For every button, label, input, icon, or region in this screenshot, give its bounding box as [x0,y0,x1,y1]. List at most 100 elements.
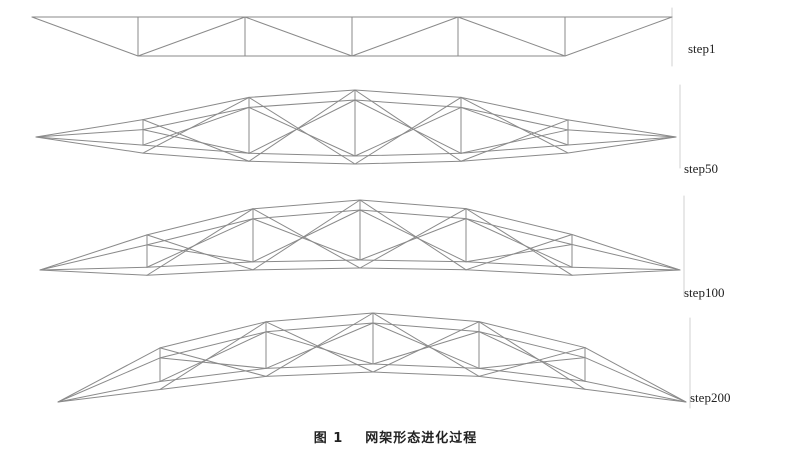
bottom-chord [354,160,462,165]
top-chord [265,322,374,333]
diagonal-member [252,218,361,261]
diagonal-member [137,16,246,57]
diagonal-member [159,321,267,390]
support-member [567,136,677,154]
support-member [584,347,687,403]
support-member [567,136,677,146]
figure-title: 网架形态进化过程 [365,431,478,446]
top-chord [142,96,250,121]
bottom-chord [265,363,374,369]
diagonal-member [478,331,586,382]
support-member [571,269,681,276]
bottom-chord [465,269,573,276]
truss-panel-step1 [31,7,673,67]
diagonal-member [248,99,356,154]
support-member [39,234,148,271]
bottom-chord [252,259,361,263]
diagonal-member [460,106,569,146]
top-chord [478,321,586,349]
support-member [35,136,144,154]
diagonal-member [359,199,467,271]
diagonal-member [354,106,462,157]
diagonal-member [354,89,462,162]
support-member [571,266,681,271]
diagonal-member [478,321,586,390]
top-chord [460,106,569,131]
diagonal-member [354,99,462,154]
step-label-step100: step100 [684,285,725,300]
support-member [57,388,161,403]
diagonal-member [265,322,374,369]
diagonal-member [460,129,569,154]
support-member [57,380,161,403]
diagonal-member [146,244,254,263]
bottom-chord [465,261,573,268]
bottom-chord [460,152,569,162]
diagonal-member [159,357,267,369]
diagonal-member [478,347,586,377]
top-chord [460,96,569,121]
diagonal-member [354,96,462,165]
diagonal-member [146,218,254,268]
top-chord [354,89,462,98]
bottom-chord [252,267,361,271]
support-member [57,357,161,403]
bottom-chord [248,152,356,157]
top-chord [248,89,356,98]
top-chord [478,331,586,359]
diagonal-member [248,106,356,157]
bottom-chord [359,267,467,271]
diagonal-member [142,106,250,146]
top-chord [265,312,374,323]
diagonal-member [465,244,573,263]
bottom-chord [478,375,586,390]
support-member [571,244,681,271]
top-chord [146,208,254,236]
diagonal-member [460,119,569,162]
diagonal-member [265,331,374,365]
bottom-chord [146,269,254,276]
diagonal-member [372,312,480,377]
bottom-chord [159,367,267,382]
support-member [584,388,687,403]
step-label-step50: step50 [684,161,718,176]
diagonal-member [465,208,573,276]
diagonal-member [248,89,356,162]
bottom-chord [248,160,356,165]
bottom-chord [354,152,462,157]
support-member [39,269,148,276]
diagonal-member [457,16,566,57]
top-chord [159,331,267,359]
diagonal-member [142,119,250,162]
top-chord [159,321,267,349]
support-member [35,136,144,146]
truss-panel-step200 [57,312,691,409]
diagonal-member [359,208,467,269]
diagonal-member [248,96,356,165]
bottom-chord [146,261,254,268]
diagonal-member [351,16,459,57]
top-chord [359,199,467,210]
diagonal-member [244,16,353,57]
diagonal-member [265,321,374,373]
truss-panel-step100 [39,195,685,297]
top-chord [465,218,573,246]
diagonal-member [252,209,361,263]
bottom-chord [142,152,250,162]
diagonal-member [142,129,250,154]
top-chord [248,99,356,108]
top-chord [354,99,462,108]
bottom-chord [372,371,480,377]
bottom-chord [159,375,267,390]
diagonal-member [252,199,361,271]
diagonal-member [465,218,573,268]
diagonal-member [159,347,267,377]
diagonal-member [159,331,267,382]
support-member [584,357,687,403]
top-chord [142,106,250,131]
diagonal-member [460,96,569,154]
truss-panel-step50 [35,84,681,169]
diagonal-member [31,16,139,57]
